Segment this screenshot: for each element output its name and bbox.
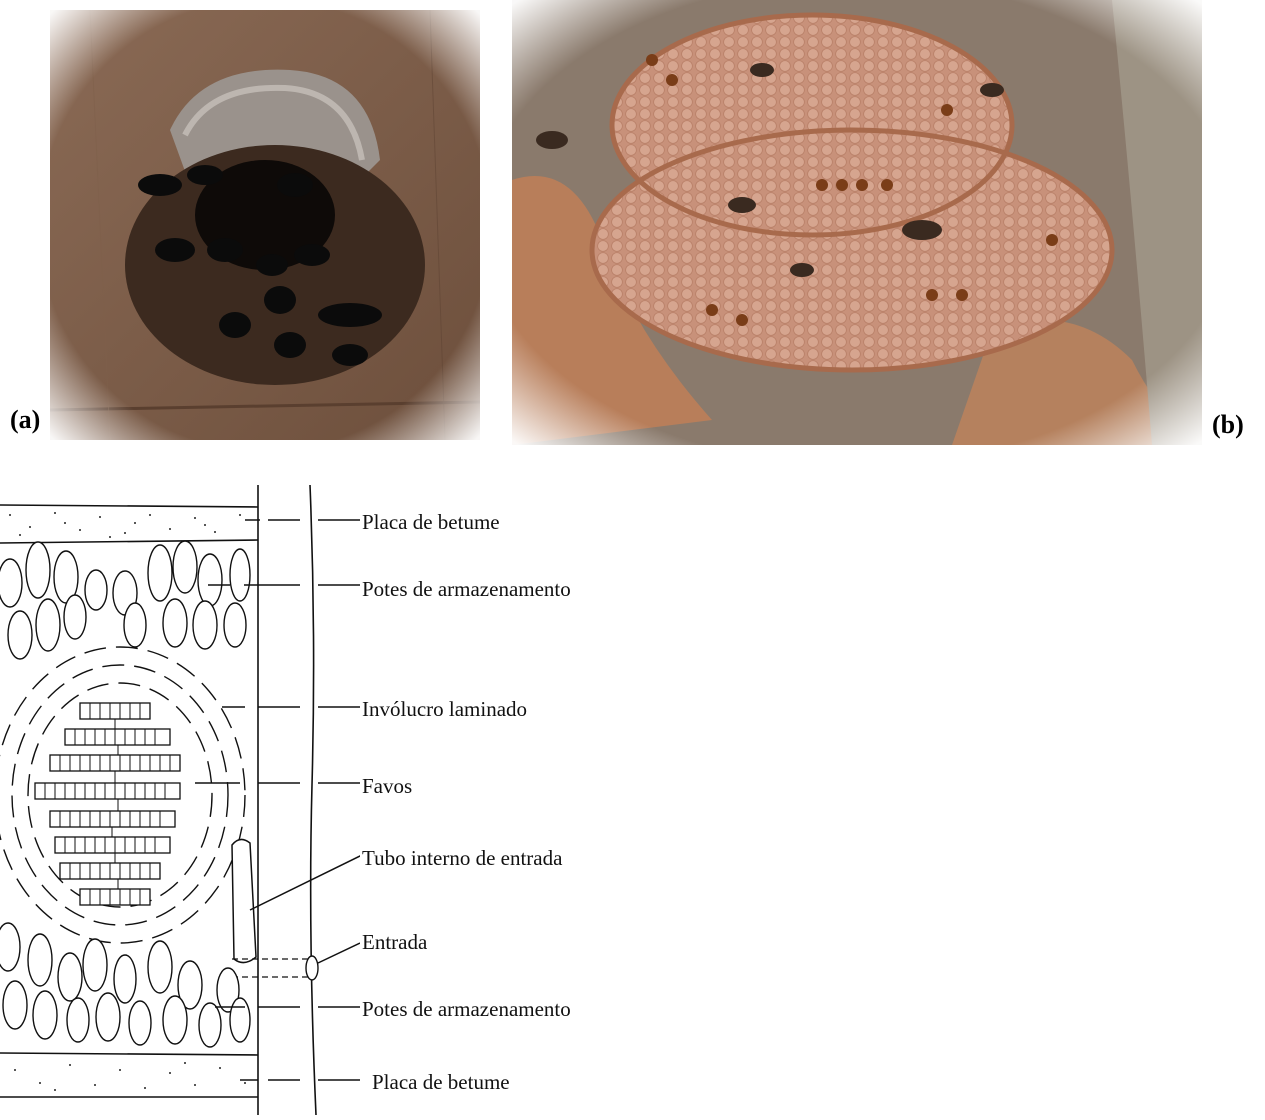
brood-combs <box>35 703 180 905</box>
top-storage-pots <box>0 541 250 659</box>
brood-comb-photo <box>512 0 1202 445</box>
brood-comb-illustration <box>512 0 1202 445</box>
label-internal-entrance-tube: Tubo interno de entrada <box>362 846 562 871</box>
bottom-storage-pots <box>0 923 250 1047</box>
label-entrance: Entrada <box>362 930 427 955</box>
label-brood-combs: Favos <box>362 774 412 799</box>
internal-entrance-tube <box>232 839 256 962</box>
nest-schematic <box>0 485 360 1115</box>
label-laminated-involucre: Invólucro laminado <box>362 697 527 722</box>
nest-entrance-illustration <box>50 10 480 440</box>
panel-a-label: (a) <box>10 405 40 435</box>
label-top-batumen-plate: Placa de betume <box>362 510 500 535</box>
nest-entrance-photo <box>50 10 480 440</box>
panel-b-label: (b) <box>1212 410 1244 440</box>
bottom-batumen-plate <box>0 1053 258 1097</box>
nest-cross-section <box>0 485 360 1115</box>
top-batumen-plate <box>0 505 258 543</box>
label-bottom-batumen-plate: Placa de betume <box>372 1070 510 1095</box>
label-bottom-storage-pots: Potes de armazenamento <box>362 997 571 1022</box>
label-top-storage-pots: Potes de armazenamento <box>362 577 571 602</box>
